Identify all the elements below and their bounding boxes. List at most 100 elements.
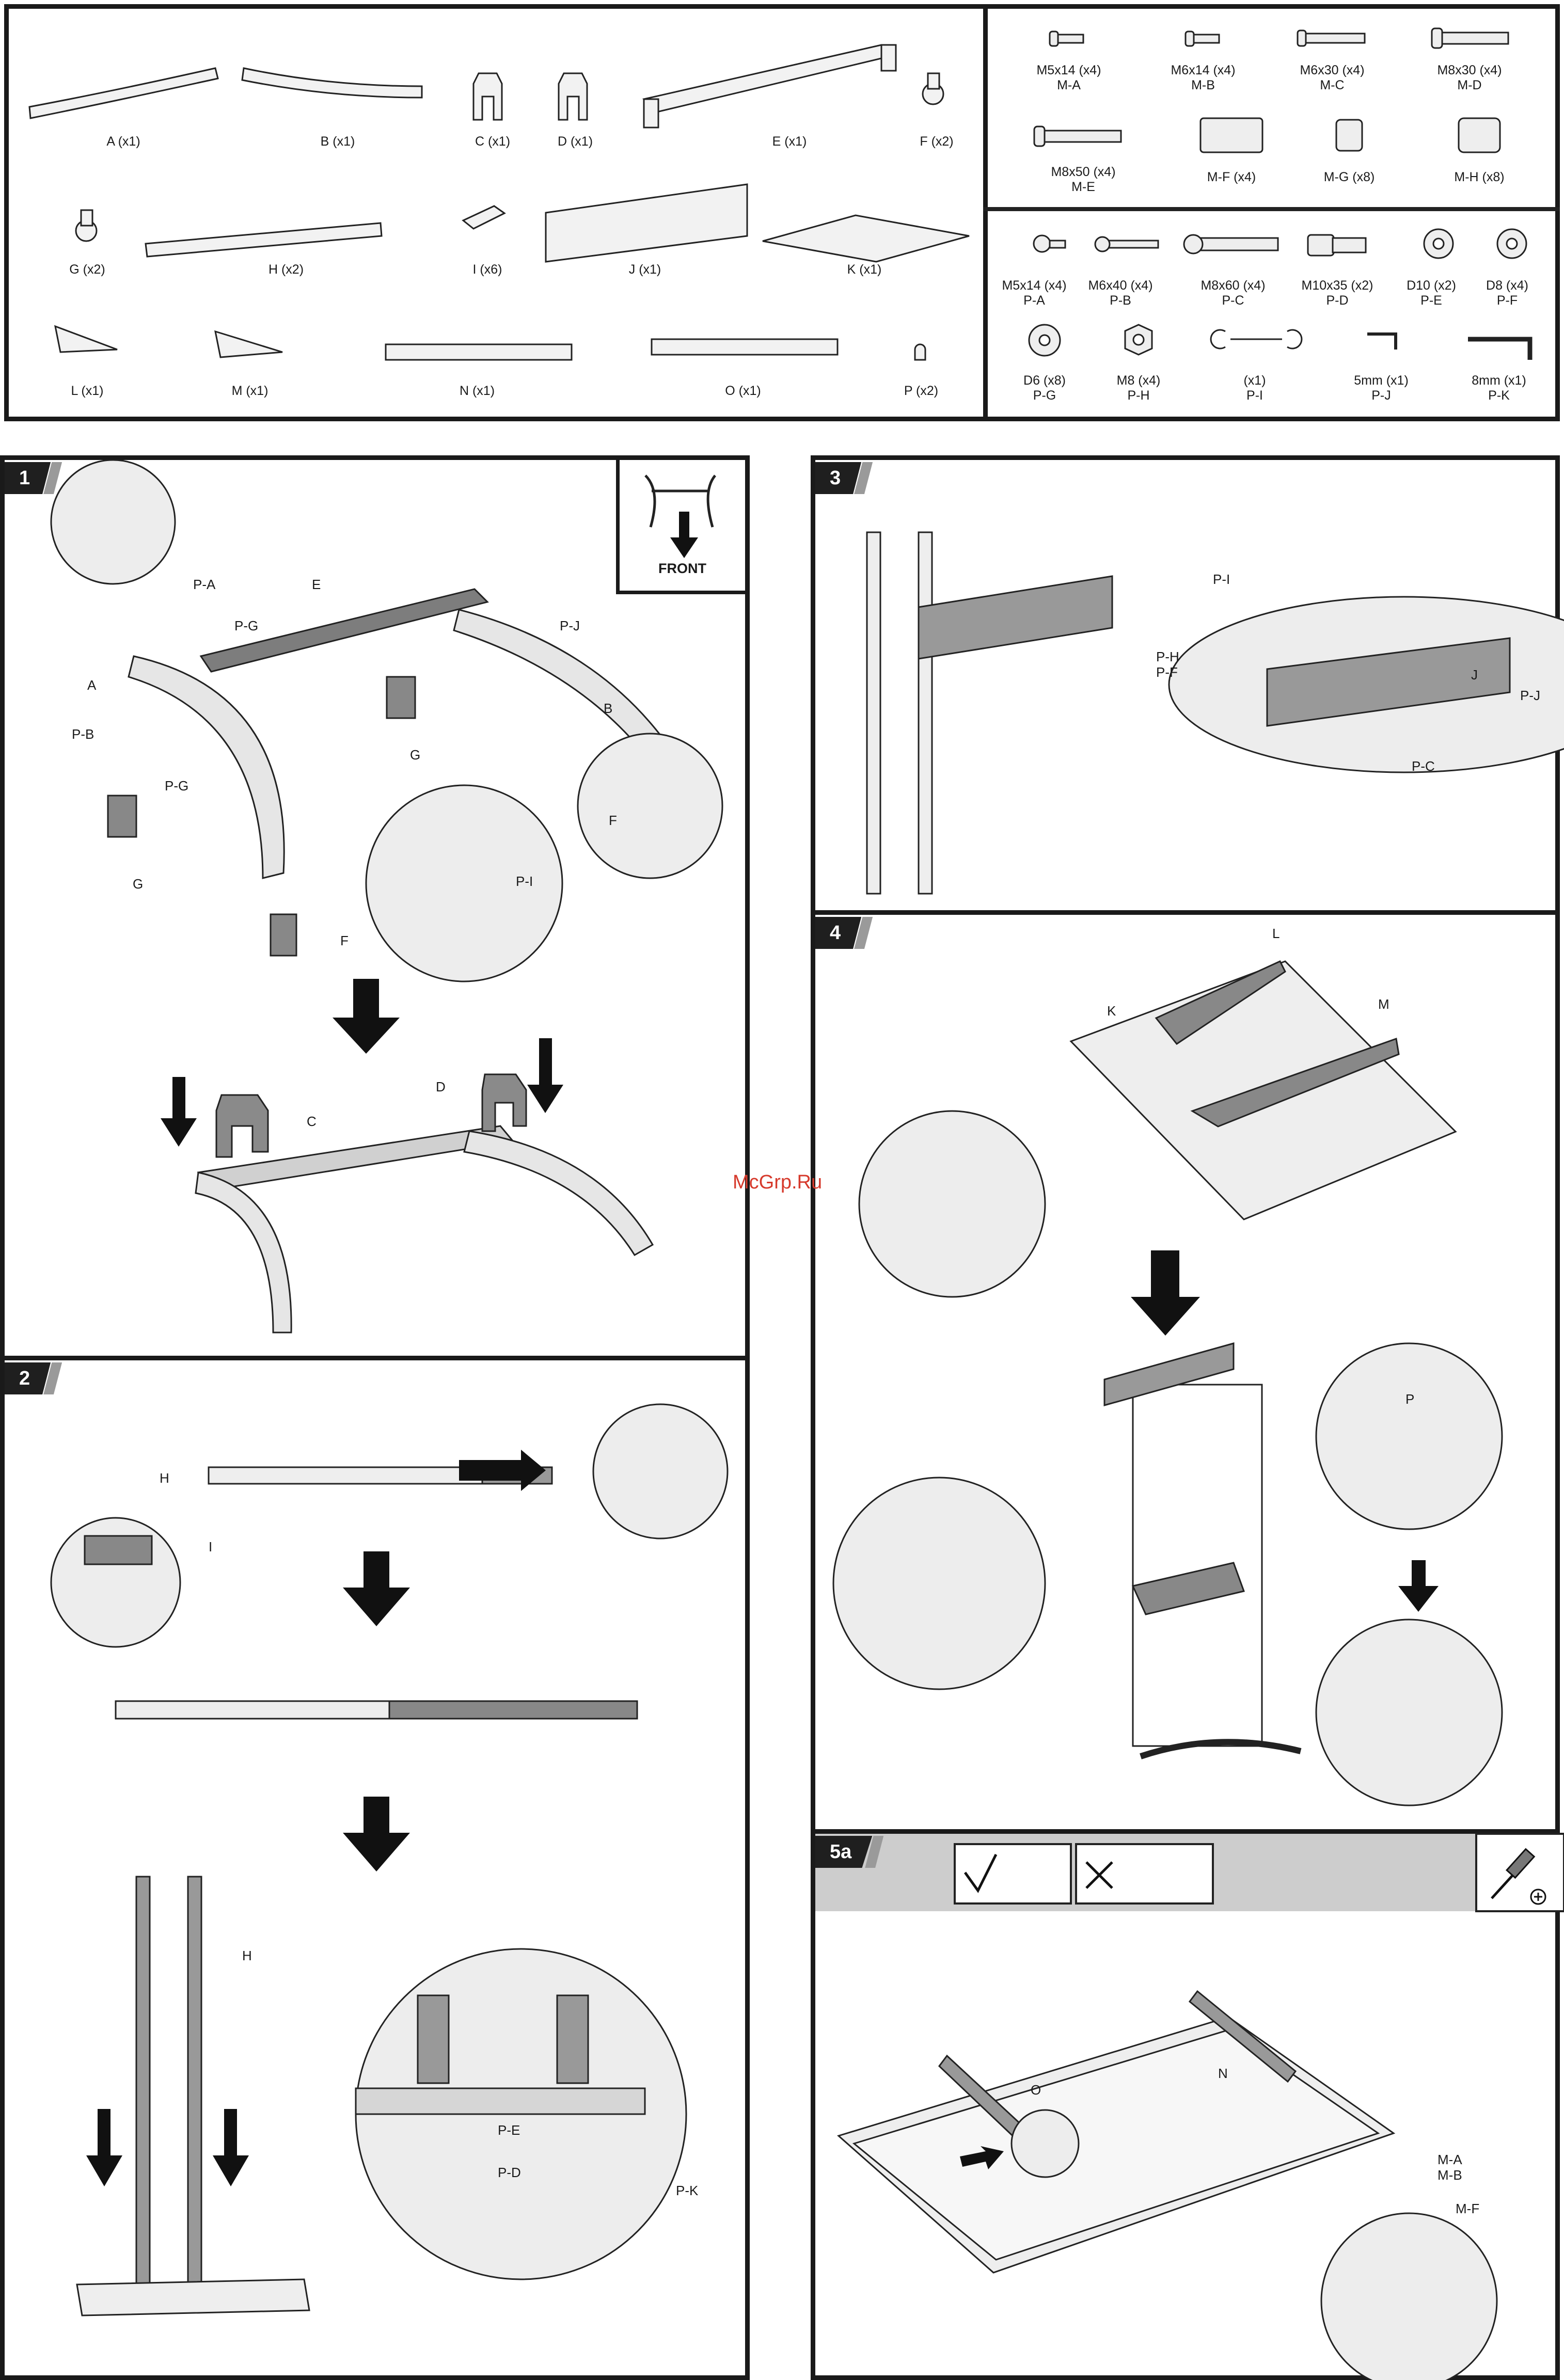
check-icon: [963, 1853, 998, 1893]
step-1-panel: 1 FRONT: [0, 455, 750, 1360]
step-3-drawing: P-I P-H P-F J P-J P-C: [866, 531, 1564, 895]
step-3-panel: 3 P-I P-H P-F J P-J P-C: [811, 455, 1564, 915]
callout-l: L: [1272, 926, 1279, 941]
hw-p-e: D10 (x2) P-E: [1407, 278, 1456, 308]
hw-p-f: D8 (x4) P-F: [1486, 278, 1528, 308]
front-label: FRONT: [658, 561, 706, 576]
callout-f1: F: [340, 933, 349, 948]
step-2-drawing: H I H P-E P-D P-K: [50, 1403, 729, 2316]
callout-p: P: [1405, 1391, 1414, 1407]
part-label-p: P (x2): [904, 384, 939, 398]
part-label-l: L (x1): [71, 384, 104, 398]
callout-e: E: [312, 577, 321, 592]
part-label-b: B (x1): [320, 134, 355, 149]
callout-pd: P-D: [498, 2165, 521, 2180]
callout-pf: P-F: [1156, 664, 1178, 680]
hw-m-e: M8x50 (x4) M-E: [1051, 165, 1116, 194]
part-label-j: J (x1): [628, 262, 661, 277]
step-5a-panel: 5a N O M-A M-B M: [811, 1829, 1564, 2380]
callout-m: M: [1378, 996, 1389, 1012]
hw-m-a: M5x14 (x4) M-A: [1036, 63, 1101, 92]
callout-pi: P-I: [1213, 572, 1230, 587]
callout-pj: P-J: [560, 618, 580, 633]
hw-m-h: M-H (x8): [1454, 170, 1505, 184]
callout-d: D: [436, 1079, 446, 1094]
callout-i: I: [209, 1539, 212, 1554]
step-4-number: 4: [815, 917, 862, 949]
step-3-header: 3: [815, 460, 873, 496]
step-4-header: 4: [815, 915, 873, 951]
callout-pg1: P-G: [234, 618, 258, 633]
hw-p-g: D6 (x8) P-G: [1023, 373, 1066, 403]
part-label-a: A (x1): [106, 134, 140, 149]
hw-p-j: 5mm (x1) P-J: [1354, 373, 1409, 403]
callout-pg2: P-G: [165, 778, 188, 794]
callout-pe: P-E: [498, 2122, 520, 2138]
callout-a: A: [87, 677, 97, 693]
callout-pj: P-J: [1520, 688, 1540, 703]
callout-ma: M-A: [1437, 2152, 1462, 2167]
callout-o: O: [1031, 2082, 1041, 2098]
screwdriver-icon: [1491, 1848, 1546, 1905]
step-2-panel: 2 H I H P-E: [0, 1356, 750, 2380]
callout-k: K: [1107, 1003, 1116, 1019]
part-label-k: K (x1): [847, 262, 882, 277]
front-arrow-icon: [644, 474, 716, 558]
part-label-m: M (x1): [231, 384, 268, 398]
callout-b: B: [604, 701, 612, 716]
step-1-number: 1: [5, 462, 51, 494]
callout-pb: P-B: [72, 726, 94, 742]
watermark: McGrp.Ru: [733, 1171, 823, 1193]
callout-mb: M-B: [1437, 2167, 1462, 2183]
hw-p-a: M5x14 (x4) P-A: [1002, 278, 1067, 308]
callout-mf: M-F: [1456, 2201, 1479, 2216]
callout-pa: P-A: [193, 577, 216, 592]
hw-m-d: M8x30 (x4) M-D: [1437, 63, 1502, 92]
front-inset: FRONT: [616, 460, 745, 594]
hw-m-c: M6x30 (x4) M-C: [1300, 63, 1365, 92]
step-2-number: 2: [5, 1362, 51, 1394]
step-4-drawing: L K M P: [832, 926, 1503, 1806]
step-5a-icons: N O M-A M-B M-F: [836, 1833, 1564, 2380]
step-2-header: 2: [5, 1360, 62, 1397]
part-label-i: I (x6): [472, 262, 502, 277]
parts-panel: A (x1) B (x1) C (x1) D (x1) E (x1) F (x2…: [4, 4, 988, 421]
part-label-e: E (x1): [772, 134, 807, 149]
part-label-h: H (x2): [268, 262, 304, 277]
part-label-g: G (x2): [69, 262, 105, 277]
cross-icon: [1085, 1861, 1113, 1889]
step-5a-header: 5a: [815, 1834, 884, 1870]
callout-n: N: [1218, 2066, 1228, 2081]
hw-m-b: M6x14 (x4) M-B: [1171, 63, 1236, 92]
hw-p-h: M8 (x4) P-H: [1116, 373, 1161, 403]
callout-j: J: [1471, 667, 1478, 683]
hw-p-k: 8mm (x1) P-K: [1472, 373, 1526, 403]
callout-ph: P-H: [1156, 649, 1179, 664]
step-1-header: 1: [5, 460, 62, 496]
hw-p-i: (x1) P-I: [1243, 373, 1266, 403]
step-1-drawing: P-A P-G E P-J A B P-B P-G G G F P-I F C …: [50, 459, 723, 1334]
callout-h1: H: [160, 1470, 169, 1486]
step-5a-number: 5a: [815, 1836, 873, 1868]
callout-h2: H: [242, 1948, 252, 1963]
hw-p-d: M10x35 (x2) P-D: [1301, 278, 1373, 308]
callout-pc: P-C: [1412, 758, 1435, 774]
parts-drawings: [28, 44, 970, 361]
hw-m-f: M-F (x4): [1207, 170, 1256, 184]
step-3-number: 3: [815, 462, 862, 494]
callout-g1: G: [410, 747, 420, 763]
callout-c: C: [307, 1114, 317, 1129]
part-label-c: C (x1): [475, 134, 511, 149]
callout-g2: G: [133, 876, 143, 892]
hardware-panel: M5x14 (x4) M-A M6x14 (x4) M-B M6x30 (x4)…: [983, 4, 1560, 421]
hw-m-g: M-G (x8): [1323, 170, 1375, 184]
hw-p-b: M6x40 (x4) P-B: [1088, 278, 1153, 308]
hw-p-c: M8x60 (x4) P-C: [1200, 278, 1266, 308]
part-label-n: N (x1): [459, 384, 495, 398]
callout-f2: F: [609, 813, 617, 828]
part-label-f: F (x2): [920, 134, 954, 149]
part-label-o: O (x1): [725, 384, 761, 398]
part-label-d: D (x1): [557, 134, 593, 149]
step-4-panel: 4 L K M P McGrp.Ru: [733, 910, 1560, 1834]
callout-pk: P-K: [676, 2183, 699, 2198]
